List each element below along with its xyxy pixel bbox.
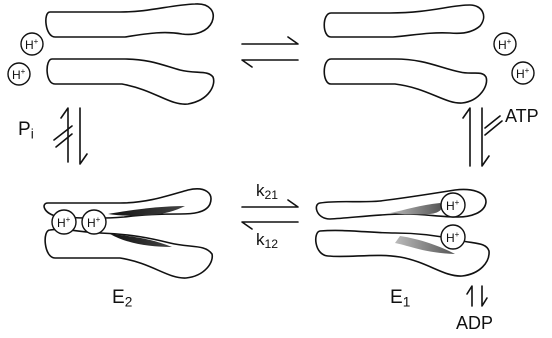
equilibrium-arrow-top [242,37,298,67]
proton-top-left-1: H+ [21,33,43,55]
proton-E1-2: H+ [441,225,465,249]
label-adp: ADP [456,314,493,332]
proton-E1-1: H+ [441,193,465,217]
label-pi: Pi [18,120,34,141]
channel-lower-top-left [47,59,214,104]
label-e1: E1 [390,288,410,309]
label-k12: k12 [256,231,278,250]
channel-lower-top-right [324,59,486,103]
proton-top-right-2: H+ [512,62,534,84]
label-atp: ATP [505,107,539,125]
equilibrium-arrow-adp [467,286,487,306]
proton-top-right-1: H+ [494,33,516,55]
proton-top-left-2: H+ [8,63,30,85]
channel-upper-top-left [46,4,213,37]
equilibrium-arrow-right [463,108,502,166]
label-e2: E2 [112,288,132,309]
proton-E2-1: H+ [52,210,76,234]
proton-E2-2: H+ [82,210,106,234]
label-k21: k21 [256,182,278,201]
channel-upper-top-right [324,5,483,37]
equilibrium-arrow-left [54,108,87,164]
equilibrium-arrow-bottom [242,200,298,229]
binding-shade-E1-upper [390,203,442,214]
